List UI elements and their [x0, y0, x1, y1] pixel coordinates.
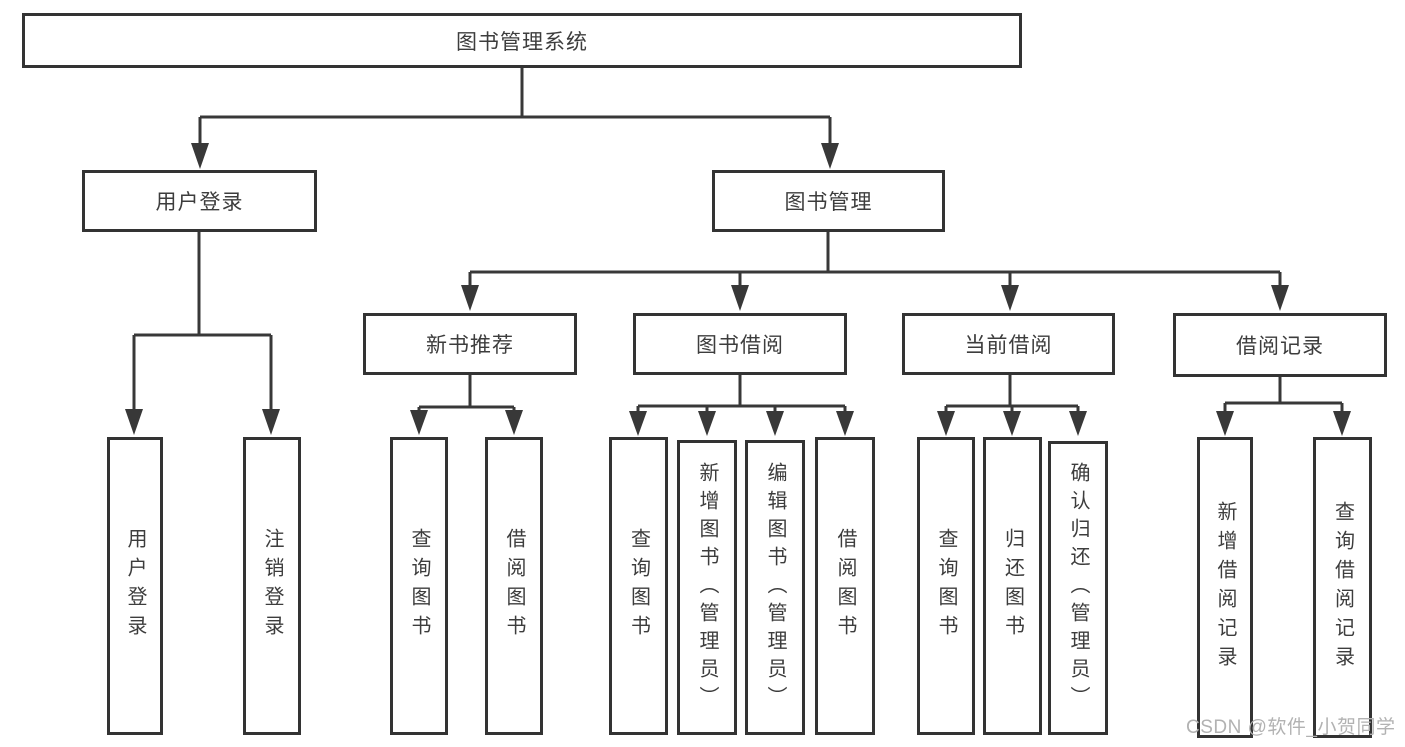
leaf-borrow-books-recommend: 借阅图书	[485, 437, 543, 735]
node-library-management-system: 图书管理系统	[22, 13, 1022, 68]
leaf-edit-books-admin: 编辑图书（管理员）	[745, 440, 805, 735]
arrowhead	[461, 285, 479, 311]
node-new-book-recommendation: 新书推荐	[363, 313, 577, 375]
arrowhead	[1001, 285, 1019, 311]
leaf-logout: 注销登录	[243, 437, 301, 735]
connector-borrow-branch	[636, 375, 847, 427]
node-borrowing-records: 借阅记录	[1173, 313, 1387, 377]
node-label: 查询图书	[935, 528, 957, 644]
node-label: 借阅图书	[834, 528, 856, 644]
leaf-add-books-admin: 新增图书（管理员）	[677, 440, 737, 735]
node-label: 新书推荐	[426, 334, 514, 357]
node-label: 图书管理	[784, 191, 873, 214]
node-book-management: 图书管理	[712, 170, 945, 232]
leaf-query-books-current: 查询图书	[917, 437, 975, 735]
node-label: 用户登录	[155, 191, 244, 214]
arrowhead	[1003, 411, 1021, 436]
arrowhead	[836, 411, 854, 436]
arrowhead	[1069, 411, 1087, 436]
arrowhead	[698, 411, 716, 436]
arrowhead	[1333, 411, 1351, 436]
node-label: 图书借阅	[696, 334, 784, 357]
node-label: 查询图书	[627, 528, 650, 644]
node-book-borrowing: 图书借阅	[633, 313, 847, 375]
node-label: 借阅记录	[1236, 335, 1324, 358]
arrowhead	[262, 409, 280, 435]
node-label: 新增借阅记录	[1214, 500, 1236, 675]
arrowhead	[766, 411, 784, 436]
leaf-borrow-books: 借阅图书	[815, 437, 875, 735]
arrowhead	[629, 411, 647, 436]
leaf-query-books-borrow: 查询图书	[609, 437, 668, 735]
arrowhead	[191, 143, 209, 169]
node-label: 用户登录	[124, 528, 146, 644]
leaf-query-books-recommend: 查询图书	[390, 437, 448, 735]
connector-root-to-level2	[198, 68, 832, 160]
node-label: 新增图书（管理员）	[696, 461, 718, 714]
node-current-borrowing: 当前借阅	[902, 313, 1115, 375]
connector-recommend-branch	[417, 375, 516, 426]
node-label: 当前借阅	[964, 334, 1053, 357]
leaf-confirm-return-admin: 确认归还（管理员）	[1048, 441, 1108, 735]
arrowhead	[1216, 411, 1234, 436]
node-label: 查询图书	[408, 528, 430, 644]
csdn-watermark: CSDN @软件_小贺同学	[1186, 717, 1396, 738]
node-label: 图书管理系统	[456, 30, 588, 54]
node-label: 编辑图书（管理员）	[764, 461, 786, 714]
leaf-query-borrow-record: 查询借阅记录	[1313, 437, 1372, 738]
arrowhead	[125, 409, 143, 435]
node-label: 借阅图书	[503, 528, 525, 644]
arrowhead	[821, 143, 839, 169]
arrowhead	[410, 410, 428, 435]
leaf-user-login: 用户登录	[107, 437, 163, 735]
leaf-add-borrow-record: 新增借阅记录	[1197, 437, 1253, 738]
node-label: 确认归还（管理员）	[1067, 462, 1089, 714]
node-label: 注销登录	[261, 528, 283, 644]
node-user-login: 用户登录	[82, 170, 317, 232]
arrowhead	[731, 285, 749, 311]
node-label: 查询借阅记录	[1331, 500, 1354, 675]
node-label: 归还图书	[1001, 528, 1024, 644]
connector-records-branch	[1223, 377, 1344, 427]
arrowhead	[1271, 285, 1289, 311]
connector-login-branch	[132, 232, 273, 426]
leaf-return-books: 归还图书	[983, 437, 1042, 735]
connector-management-branch	[468, 232, 1282, 302]
arrowhead	[505, 410, 523, 435]
arrowhead	[937, 411, 955, 436]
